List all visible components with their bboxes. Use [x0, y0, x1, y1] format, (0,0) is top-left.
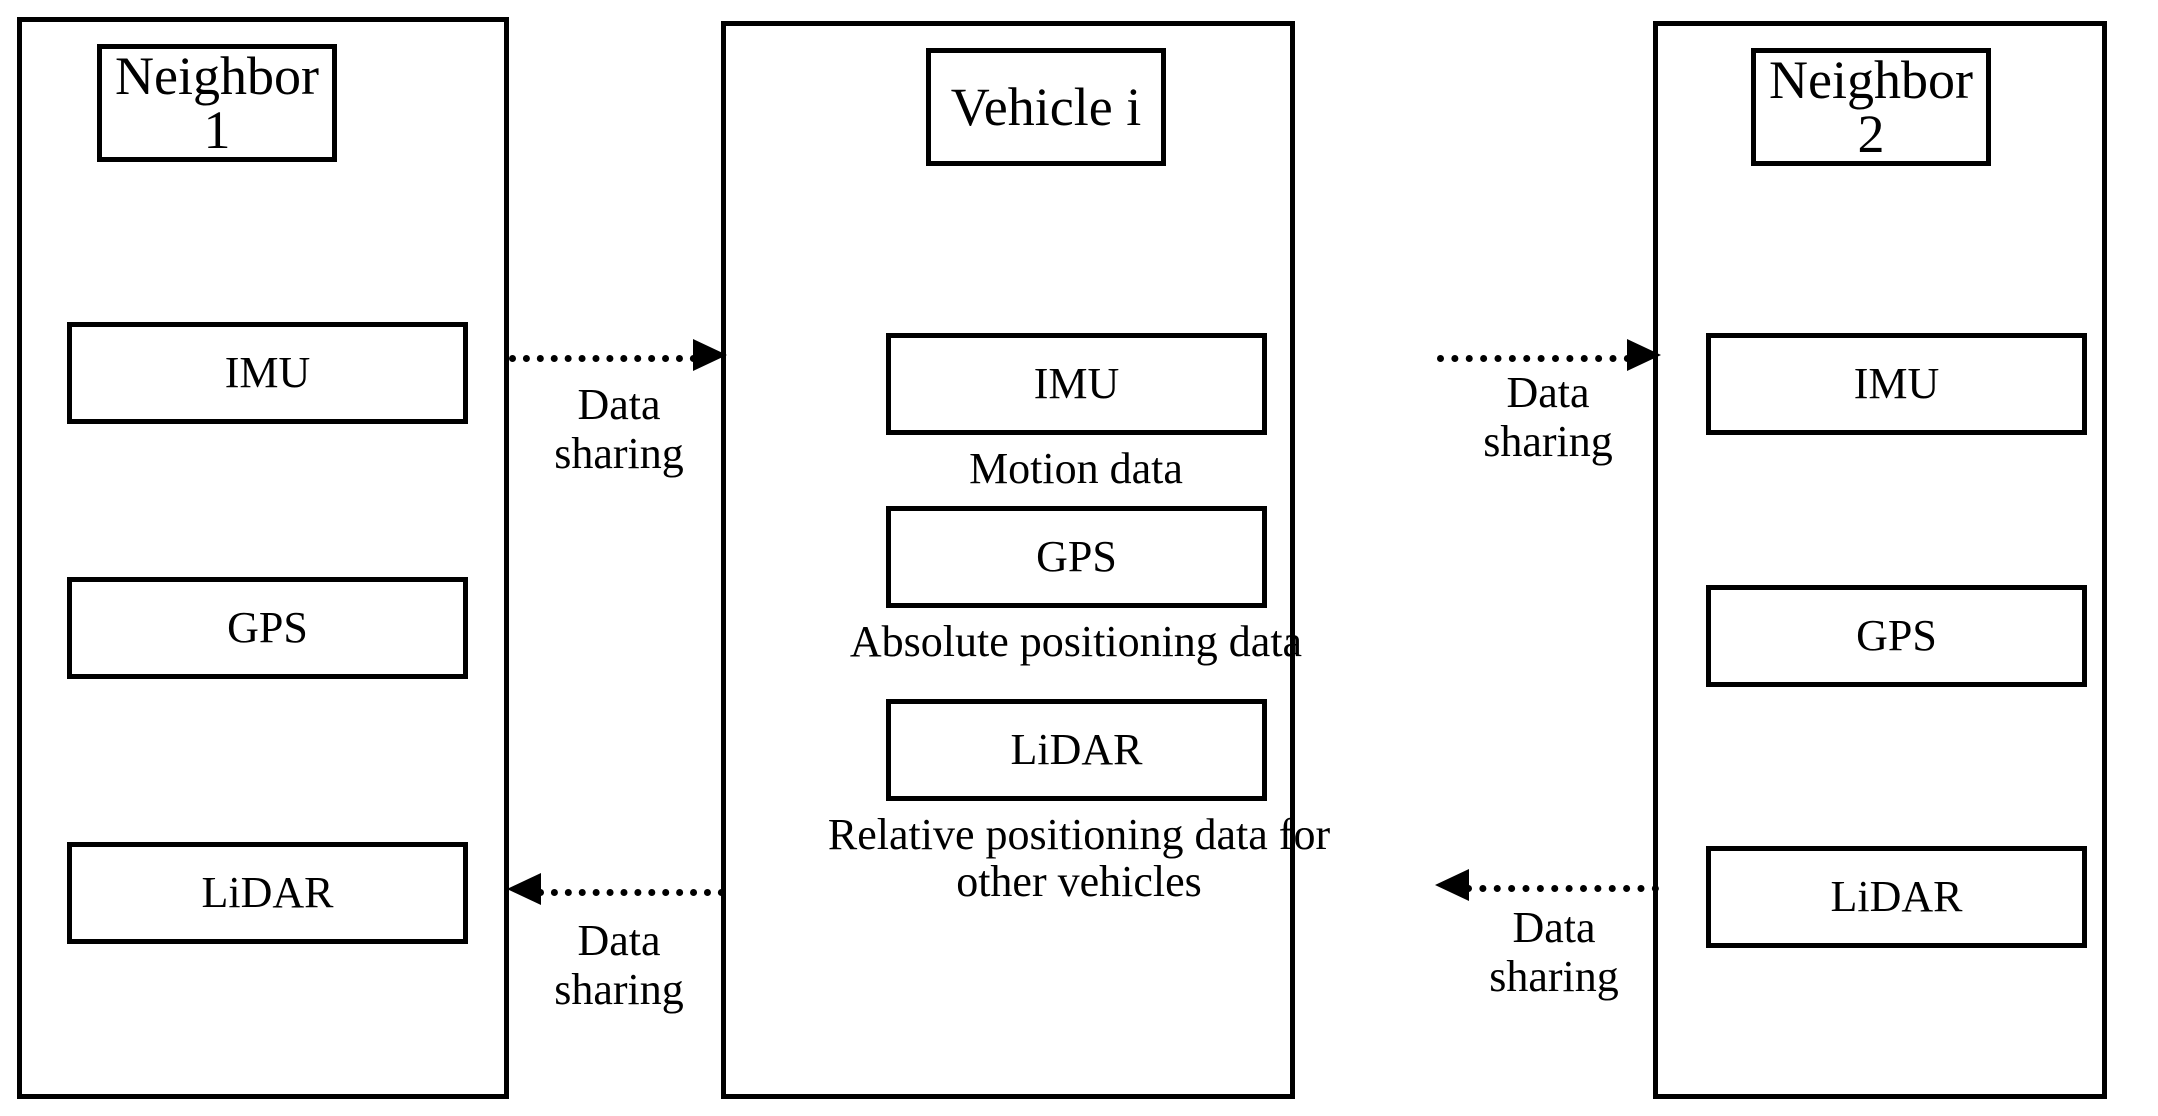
sensor-box-vehicle-lidar: LiDAR [886, 699, 1267, 801]
sensor-box-vehicle-gps: GPS [886, 506, 1267, 608]
sensor-box-neighbor1-imu: IMU [67, 322, 468, 424]
title-label-neighbor1: Neighbor 1 [115, 46, 319, 160]
arrowhead-right-icon [693, 339, 727, 371]
sensor-label-neighbor2-lidar: LiDAR [1830, 872, 1963, 921]
title-box-neighbor1: Neighbor 1 [97, 44, 337, 162]
sensor-label-neighbor2-gps: GPS [1856, 611, 1937, 660]
arrow-label-vehicle-to-neighbor1: Data sharing [554, 916, 684, 1015]
sensor-caption-vehicle-lidar: Relative positioning data for other vehi… [827, 810, 1331, 906]
sensor-label-neighbor1-imu: IMU [224, 348, 311, 397]
sensor-label-vehicle-lidar: LiDAR [1010, 725, 1143, 774]
arrowhead-left-icon [1435, 869, 1469, 901]
column-neighbor1: Neighbor 1 IMU GPS LiDAR [17, 17, 509, 1099]
title-label-vehicle: Vehicle i [950, 77, 1142, 137]
sensor-label-neighbor1-gps: GPS [227, 603, 308, 652]
sensor-label-neighbor1-lidar: LiDAR [201, 868, 334, 917]
column-neighbor2: Neighbor 2 IMU GPS LiDAR [1653, 21, 2107, 1099]
sensor-box-neighbor1-lidar: LiDAR [67, 842, 468, 944]
sensor-caption-vehicle-gps: Absolute positioning data [849, 617, 1303, 666]
sensor-label-neighbor2-imu: IMU [1853, 359, 1940, 408]
arrow-label-neighbor2-to-vehicle: Data sharing [1489, 903, 1619, 1002]
title-box-neighbor2: Neighbor 2 [1751, 48, 1991, 166]
arrow-shaft [509, 355, 697, 362]
sensor-box-vehicle-imu: IMU [886, 333, 1267, 435]
arrowhead-left-icon [507, 873, 541, 905]
arrow-shaft [1437, 355, 1631, 362]
arrow-shaft [537, 889, 725, 896]
title-label-neighbor2: Neighbor 2 [1769, 50, 1973, 164]
arrowhead-right-icon [1627, 339, 1661, 371]
sensor-label-vehicle-gps: GPS [1036, 532, 1117, 581]
sensor-box-neighbor1-gps: GPS [67, 577, 468, 679]
sensor-box-neighbor2-lidar: LiDAR [1706, 846, 2087, 948]
arrow-label-vehicle-to-neighbor2: Data sharing [1483, 368, 1613, 467]
arrow-label-neighbor1-to-vehicle: Data sharing [554, 380, 684, 479]
arrow-shaft [1465, 885, 1659, 892]
title-box-vehicle: Vehicle i [926, 48, 1166, 166]
sensor-box-neighbor2-imu: IMU [1706, 333, 2087, 435]
sensor-label-vehicle-imu: IMU [1033, 359, 1120, 408]
sensor-caption-vehicle-imu: Motion data [969, 444, 1183, 493]
column-vehicle: Vehicle i IMU Motion data GPS Absolute p… [721, 21, 1330, 1099]
sensor-box-neighbor2-gps: GPS [1706, 585, 2087, 687]
